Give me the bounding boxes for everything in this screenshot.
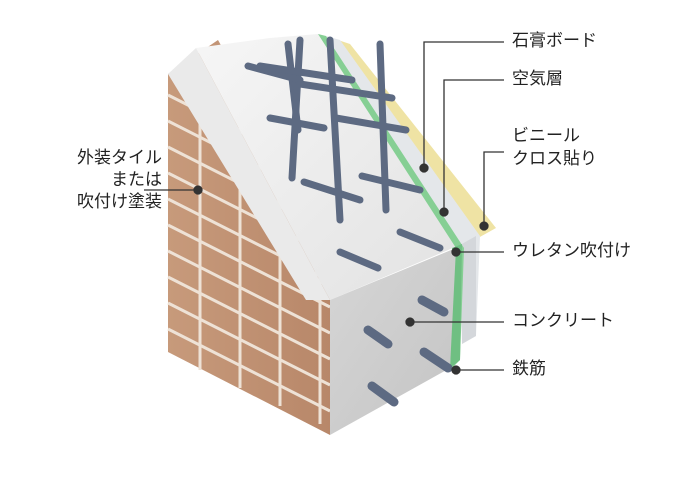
- rebar-bar: [336, 248, 382, 272]
- rebar-bar: [296, 80, 396, 102]
- rebar-bar: [256, 62, 356, 84]
- rebar-bar: [244, 62, 304, 84]
- tile-joint: [167, 301, 331, 387]
- label-exterior-line2: または: [111, 169, 162, 190]
- label-urethane-spray: ウレタン吹付け: [512, 241, 631, 261]
- leader-lines: [144, 41, 504, 375]
- rebar-bar: [266, 114, 328, 132]
- vinyl-cloth-layer: [338, 40, 496, 238]
- label-exterior-line1: 外装タイル: [77, 148, 162, 168]
- label-vinyl-cloth-line1: ビニール: [512, 126, 580, 146]
- rebar-bar: [300, 178, 364, 204]
- rebar-end: [367, 381, 399, 407]
- tile-joint: [167, 275, 331, 361]
- wall-layers: [318, 34, 496, 368]
- rebar-grid: [244, 36, 453, 407]
- concrete-front-face: [330, 248, 456, 435]
- label-exterior: 外装タイル または 吹付け塗装: [40, 148, 162, 213]
- label-air-layer: 空気層: [512, 69, 563, 89]
- concrete-top-face: [168, 34, 460, 300]
- rebar-bar: [358, 172, 424, 194]
- label-vinyl-cloth-line2: クロス貼り: [512, 149, 597, 169]
- tile-joint: [167, 249, 331, 335]
- label-rebar: 鉄筋: [512, 359, 546, 379]
- tile-joint: [167, 327, 331, 413]
- rebar-bar: [396, 228, 444, 252]
- label-gypsum-board: 石膏ボード: [512, 31, 597, 51]
- rebar-bar: [332, 114, 410, 134]
- rebar-end: [419, 347, 453, 373]
- label-exterior-line3: 吹付け塗装: [77, 191, 162, 212]
- label-concrete: コンクリート: [512, 311, 614, 331]
- rebar-bar: [288, 36, 304, 182]
- rebar-end: [363, 325, 393, 349]
- rebar-end: [417, 295, 449, 317]
